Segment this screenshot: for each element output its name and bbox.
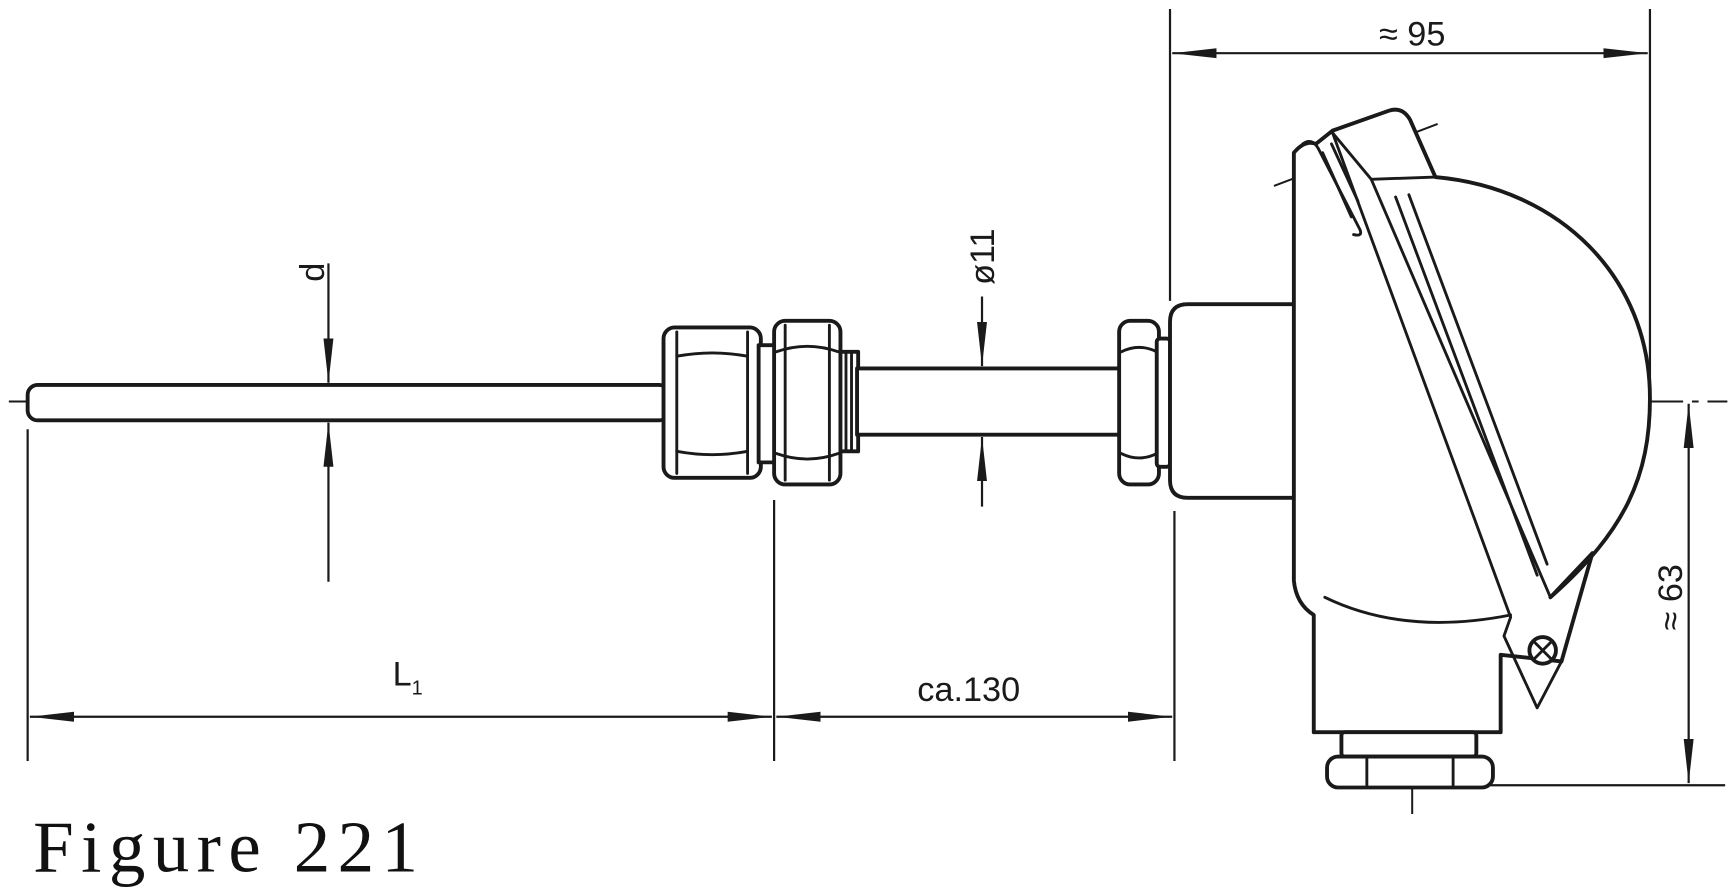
insertion-length-symbol: L [393, 656, 412, 694]
cable-gland [1325, 730, 1495, 790]
dimension-label-probe-diameter: d [294, 263, 332, 282]
head-connection-nut [1117, 318, 1172, 487]
dimension-label-extension-diameter: ø11 [964, 228, 1002, 285]
lid-clamp-screw [1502, 615, 1563, 710]
probe-rod [25, 383, 671, 423]
extension-tube [855, 366, 1125, 437]
compression-nut [661, 325, 763, 480]
insertion-length-subscript: 1 [412, 678, 423, 700]
connection-head-housing [1291, 107, 1652, 735]
dimension-label-extension-length: ca.130 [917, 671, 1020, 709]
figure-caption: Figure 221 [33, 807, 418, 888]
fitting-hex-body [772, 318, 843, 487]
lid-hinge [1301, 139, 1363, 237]
dimension-label-head-width: ≈ 95 [1379, 15, 1445, 53]
housing-lid [1331, 131, 1552, 619]
head-neck [1168, 302, 1299, 500]
dimension-label-head-height: ≈ 63 [1652, 564, 1690, 630]
dimension-label-insertion-length: L1 [393, 656, 423, 700]
